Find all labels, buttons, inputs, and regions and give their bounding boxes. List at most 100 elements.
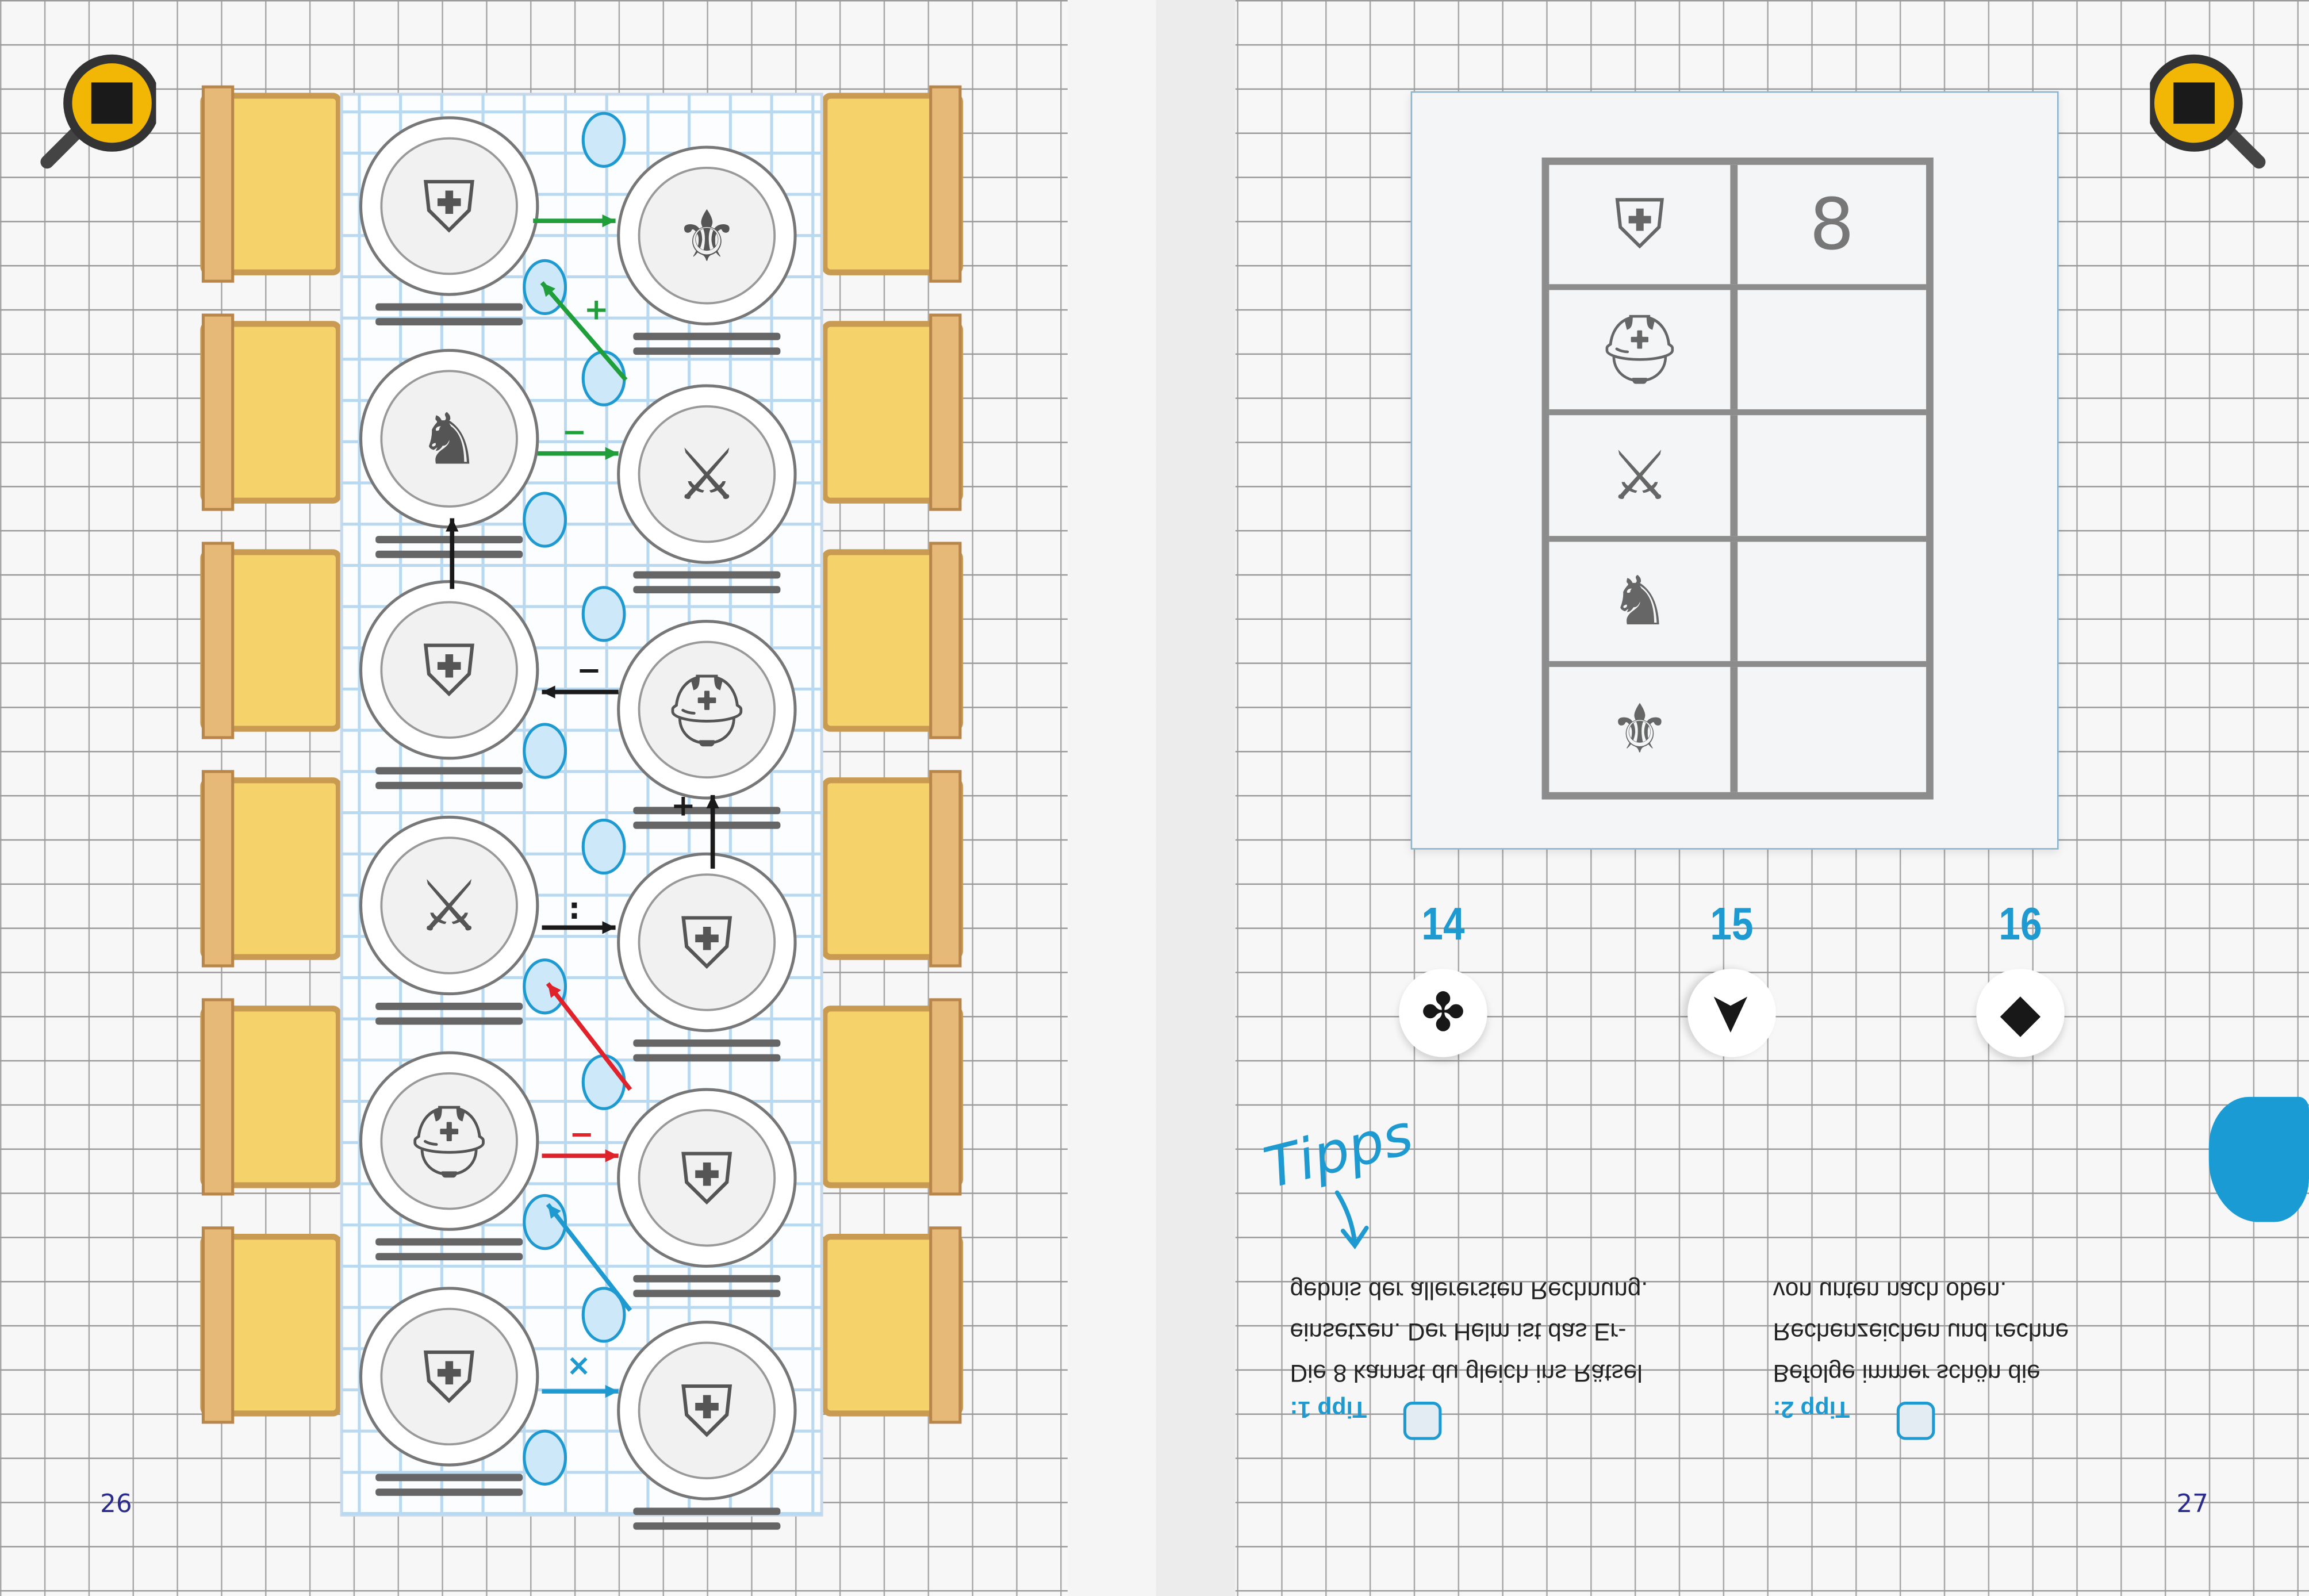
diamond-icon[interactable]: ◆: [1976, 969, 2065, 1057]
operator-label: +: [584, 293, 609, 327]
glass: [523, 723, 567, 779]
tip-line: einsetzen. Der Helm ist das Er-: [1290, 1318, 1627, 1345]
glass: [581, 350, 626, 406]
chair: [200, 85, 342, 283]
fleur-de-lis-icon: ⚜: [1549, 666, 1738, 792]
grid-row: ⛨8: [1549, 164, 1927, 290]
chair: [822, 313, 964, 511]
puzzle-grid: ⛨8⛑⚔♞⚜: [1541, 158, 1934, 800]
chair: [822, 998, 964, 1196]
plate-shield: ⛨: [359, 116, 567, 325]
glass: [581, 112, 626, 168]
tip-line: gebnis der allerersten Rechnung.: [1290, 1276, 1648, 1303]
shield-icon: ⛨: [680, 1137, 733, 1219]
plate-axes: ⚔: [581, 350, 797, 594]
tip-line: Befolge immer schön die: [1773, 1359, 2040, 1386]
ink-splash: [2208, 1096, 2309, 1222]
page-gutter-right: [1156, 0, 1236, 1596]
arrow: [546, 982, 632, 1091]
plate-shield: ⛨: [581, 1287, 797, 1530]
glass: [581, 1287, 626, 1343]
tip-1: Die 8 kannst du gleich ins Rätsel einset…: [1290, 1269, 1732, 1401]
grid-value-cell[interactable]: [1737, 541, 1926, 661]
grid-value-cell[interactable]: 8: [1809, 183, 1855, 266]
answer-choice-15[interactable]: 15 ➤: [1673, 898, 1791, 1057]
chair: [822, 1226, 964, 1424]
chair: [200, 998, 342, 1196]
quatrefoil-icon[interactable]: ✤: [1399, 969, 1487, 1057]
tip-2-checkbox[interactable]: [1896, 1401, 1935, 1440]
operator-label: −: [577, 653, 601, 688]
operator-label: −: [562, 415, 586, 449]
arrow: −: [542, 653, 619, 699]
glass: [581, 818, 626, 875]
plate-shield: ⛨: [359, 580, 567, 789]
page-number-right: 27: [2176, 1490, 2208, 1520]
arrow-down-icon: [1334, 1190, 1369, 1250]
axes-icon: ⚔: [675, 433, 738, 516]
chair: [822, 542, 964, 739]
arrow: −: [537, 415, 619, 460]
shield-icon: ⛨: [423, 166, 475, 248]
arrow: −: [542, 1117, 619, 1163]
plate-helmet: ⛑: [359, 1051, 567, 1261]
shield-icon: ⛨: [680, 902, 733, 984]
axes-icon: ⚔: [417, 865, 481, 947]
tip-2-label: Tipp 2:: [1773, 1395, 1850, 1421]
answer-choice-16[interactable]: 16 ◆: [1962, 898, 2080, 1057]
plate-shield: ⛨: [581, 818, 797, 1062]
tips-title: Tipps: [1257, 1102, 1420, 1201]
answer-choice-14[interactable]: 14 ✤: [1384, 898, 1502, 1057]
tip-line: Rechenzeichen und rechne: [1773, 1318, 2069, 1345]
operator-label: :: [569, 892, 580, 926]
horse-icon: ♞: [1549, 541, 1738, 661]
chair: [200, 1226, 342, 1424]
puzzle-note: ⛨8⛑⚔♞⚜: [1410, 91, 2059, 850]
horse-icon: ♞: [417, 398, 481, 481]
choice-number: 15: [1710, 898, 1754, 950]
operator-label: −: [569, 1117, 594, 1152]
grid-value-cell[interactable]: [1737, 666, 1926, 792]
plate-fleur-de-lis: ⚜: [581, 112, 797, 355]
magnifier-icon: [40, 54, 156, 169]
helmet-icon: ⛑: [662, 669, 751, 751]
glass: [523, 958, 567, 1015]
magnifier-icon: [2150, 54, 2266, 169]
operator-label: ×: [566, 1348, 591, 1383]
grid-row: ⛑: [1549, 290, 1927, 416]
chair: [200, 313, 342, 511]
choice-number: 16: [1999, 898, 2042, 950]
chair: [200, 770, 342, 968]
plate-shield: ⛨: [359, 1287, 567, 1496]
axes-icon: ⚔: [1549, 416, 1738, 536]
chair: [200, 542, 342, 739]
helmet-icon: ⛑: [404, 1100, 494, 1183]
arrow: [533, 214, 616, 228]
operator-label: +: [671, 789, 696, 823]
arrow: +: [540, 281, 628, 382]
arrow: +: [671, 789, 719, 869]
arrow: [446, 518, 459, 589]
glass: [581, 586, 626, 642]
glass: [523, 1429, 567, 1486]
banquet-table-illustration: ⛨ ♞ ⛨ ⚔ ⛑ ⛨ ⚜ ⚔ ⛑ ⛨ ⛨ ⛨ + − − +: − ×: [200, 85, 964, 1530]
shield-icon: ⛨: [423, 630, 475, 712]
chair: [822, 85, 964, 283]
fleur-de-lis-icon: ⚜: [675, 195, 738, 277]
tip-1-checkbox[interactable]: [1403, 1401, 1442, 1440]
tip-1-label: Tipp 1:: [1290, 1395, 1367, 1421]
plate-axes: ⚔: [359, 815, 567, 1025]
grid-row: ⚔: [1549, 416, 1927, 542]
glass: [581, 1054, 626, 1110]
glass: [523, 492, 567, 548]
choice-number: 14: [1421, 898, 1465, 950]
grid-value-cell[interactable]: [1737, 416, 1926, 535]
arrow: :: [542, 892, 616, 934]
shield-icon: ⛨: [1549, 164, 1738, 285]
grid-value-cell[interactable]: [1737, 290, 1926, 410]
arrowhead-icon[interactable]: ➤: [1687, 969, 1776, 1057]
grid-row: ⚜: [1549, 666, 1926, 792]
shield-icon: ⛨: [423, 1336, 475, 1418]
helmet-icon: ⛑: [1549, 290, 1738, 410]
